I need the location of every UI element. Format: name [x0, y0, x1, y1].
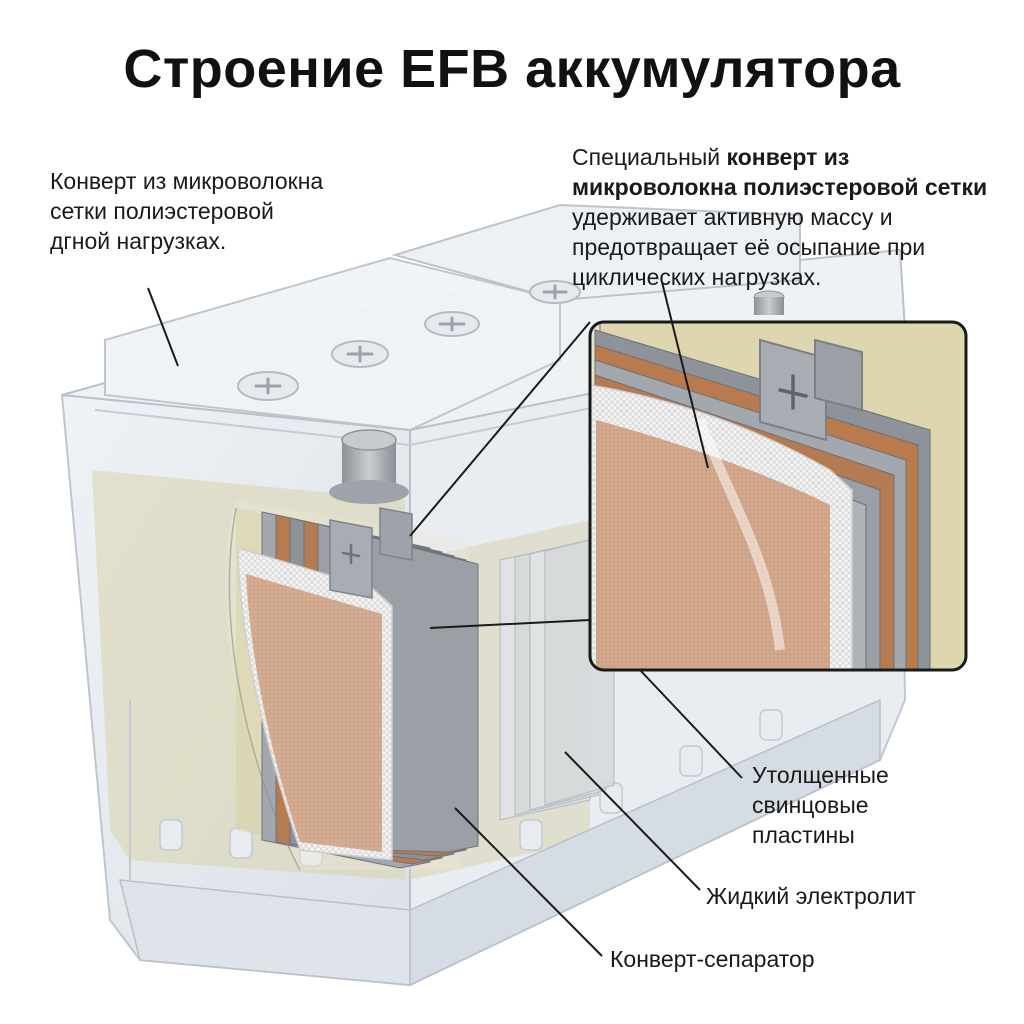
leader-lines: [147, 281, 743, 957]
label-envelope-left: Конверт из микроволокна сетки полиэстеро…: [50, 168, 324, 254]
plate-stack: [224, 500, 615, 871]
battery-lid: [61, 203, 907, 447]
label-envelope-right-bold: конверт из микроволокна полиэстеровой се…: [572, 144, 988, 200]
zoom-inset: [588, 320, 968, 672]
page-title: Строение EFB аккумулятора: [123, 39, 901, 99]
label-electrolyte: Жидкий электролит: [706, 883, 916, 909]
label-envelope-right-part1: Специальный: [572, 144, 727, 170]
terminal-icon: [329, 290, 785, 504]
label-envelope-right-part2: удерживает активную массу и предотвращае…: [572, 204, 926, 290]
label-plates: Утолщенные свинцовые пластины: [752, 762, 889, 848]
label-envelope-right: Специальный конверт из микроволокна поли…: [572, 142, 1002, 292]
label-separator: Конверт-сепаратор: [610, 946, 815, 972]
